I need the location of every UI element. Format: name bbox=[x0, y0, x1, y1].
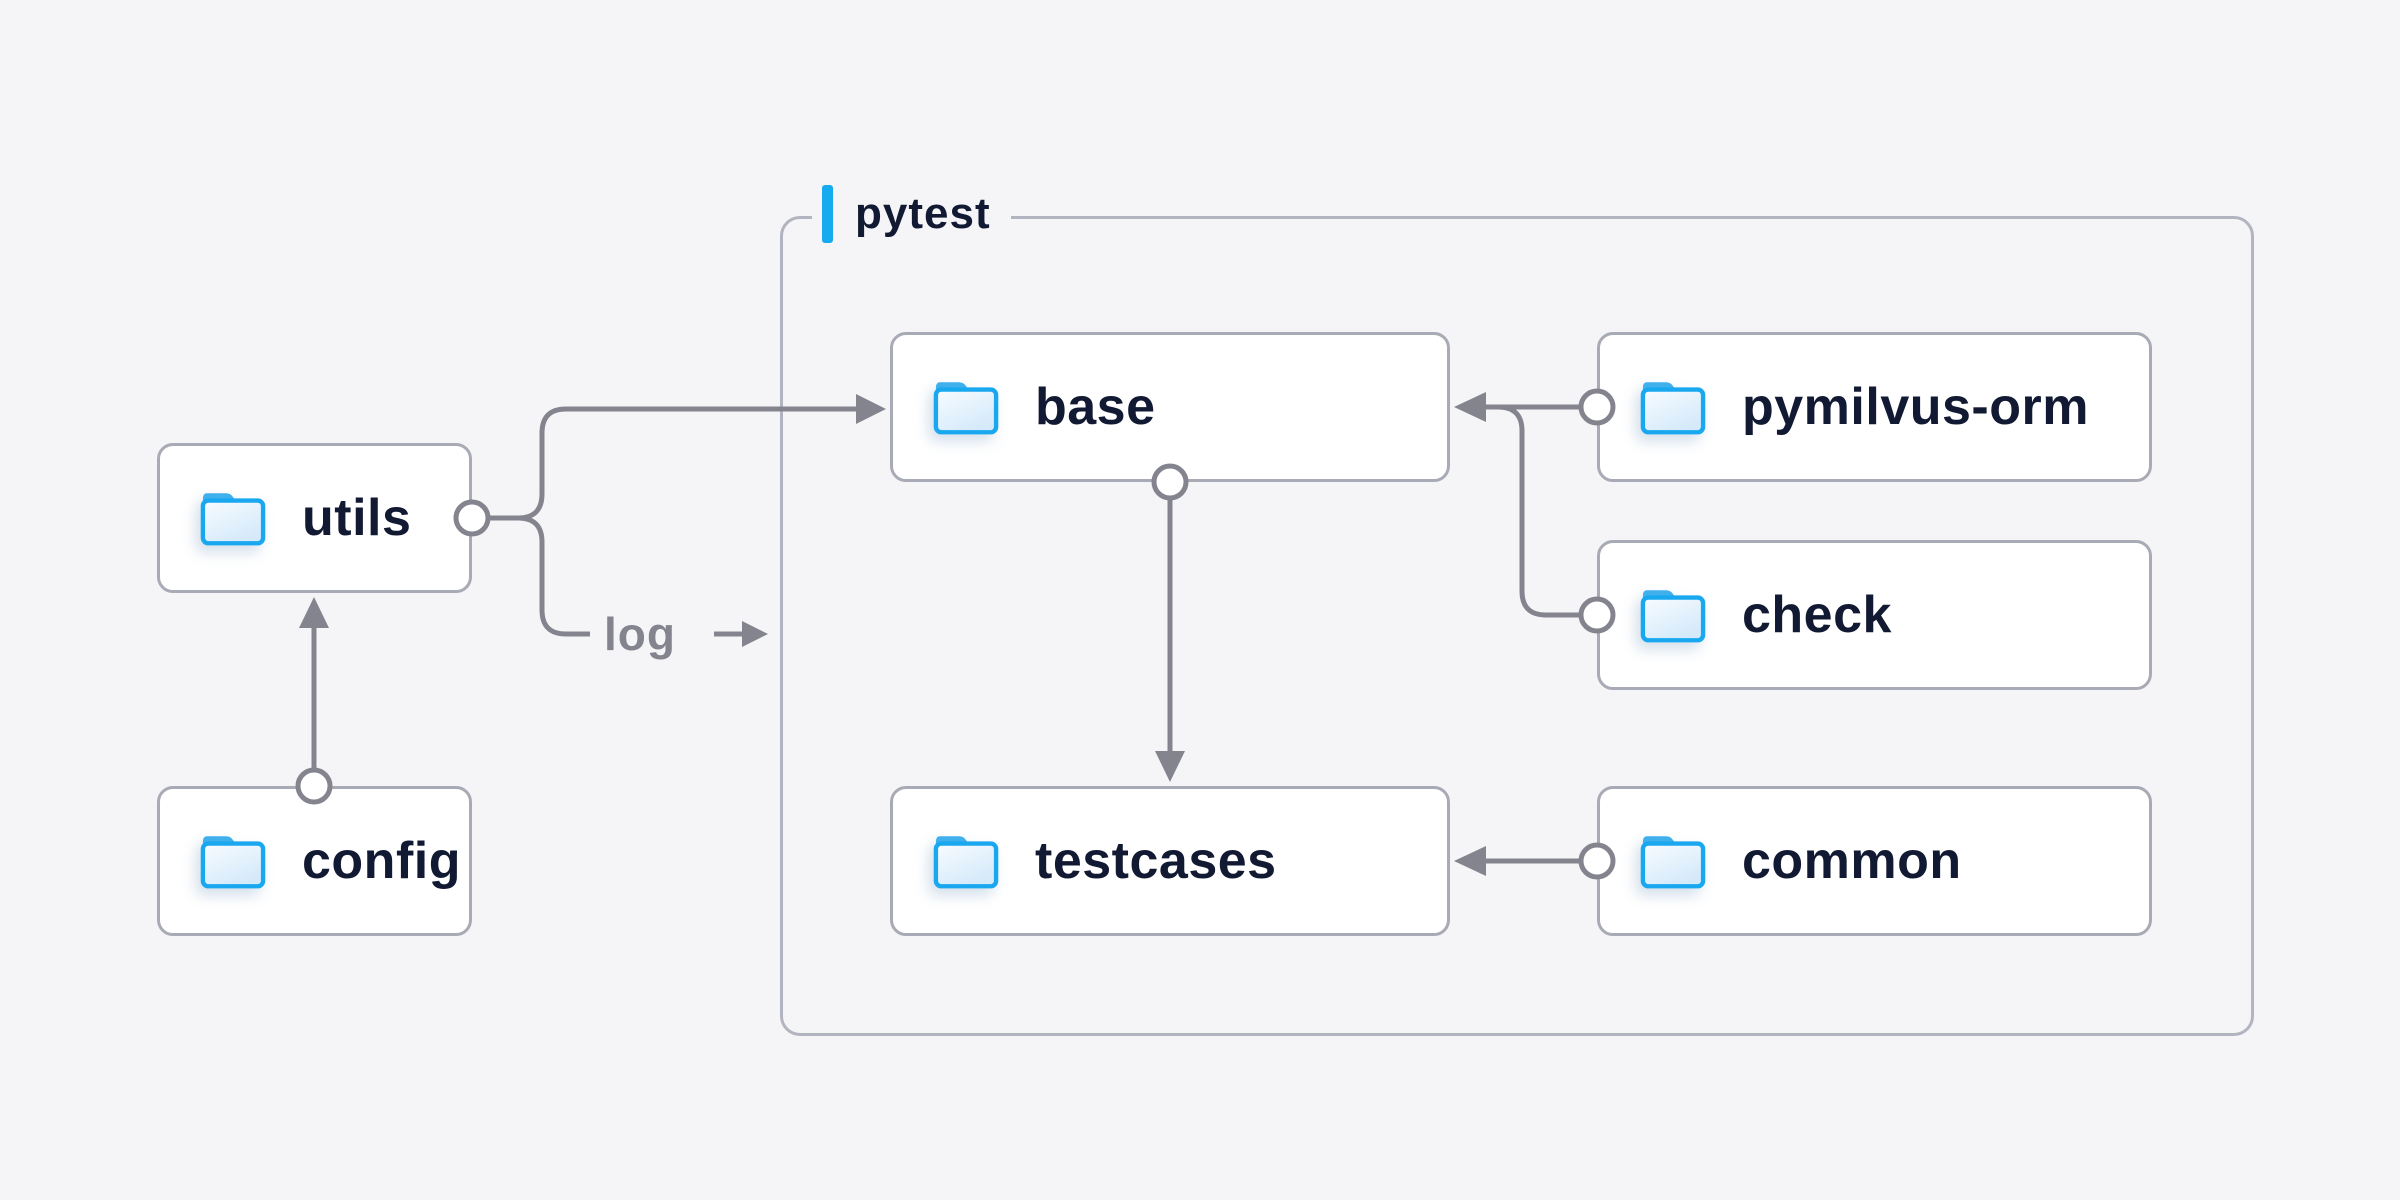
node-label: pymilvus-orm bbox=[1742, 378, 2089, 436]
pytest-group-box bbox=[780, 216, 2254, 1036]
folder-icon bbox=[200, 490, 266, 547]
group-label-text: pytest bbox=[855, 189, 991, 238]
node-label: common bbox=[1742, 832, 1962, 890]
folder-icon bbox=[1640, 833, 1706, 890]
arrowhead-up bbox=[299, 597, 329, 628]
pytest-group-label: pytest bbox=[812, 183, 1011, 245]
node-base: base bbox=[890, 332, 1450, 482]
node-pymilvus-orm: pymilvus-orm bbox=[1597, 332, 2152, 482]
folder-icon bbox=[1640, 587, 1706, 644]
node-label: config bbox=[302, 832, 461, 890]
node-label: testcases bbox=[1035, 832, 1277, 890]
accent-bar bbox=[822, 185, 833, 243]
edge-label-log: log bbox=[604, 608, 676, 660]
edge-utils-log bbox=[490, 515, 590, 637]
folder-icon bbox=[200, 833, 266, 890]
node-config: config bbox=[157, 786, 472, 936]
folder-icon bbox=[1640, 379, 1706, 436]
node-label: utils bbox=[302, 489, 412, 547]
node-label: check bbox=[1742, 586, 1892, 644]
node-common: common bbox=[1597, 786, 2152, 936]
arrowhead-log bbox=[742, 621, 768, 647]
folder-icon bbox=[933, 833, 999, 890]
node-testcases: testcases bbox=[890, 786, 1450, 936]
node-utils: utils bbox=[157, 443, 472, 593]
folder-icon bbox=[933, 379, 999, 436]
node-label: base bbox=[1035, 378, 1156, 436]
node-check: check bbox=[1597, 540, 2152, 690]
